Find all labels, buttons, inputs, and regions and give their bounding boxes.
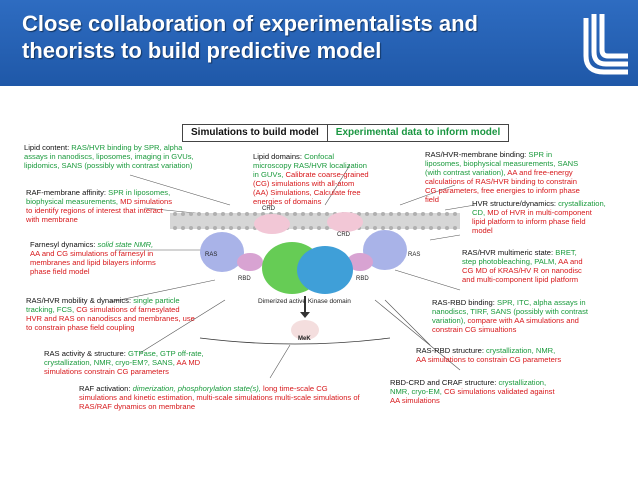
label-crd-left: CRD <box>262 206 276 212</box>
anno-lipid-domains: Lipid domains: Confocal microscopy RAS/H… <box>253 152 369 206</box>
label-ras-right: RAS <box>408 252 420 258</box>
label-rbd-left: RBD <box>238 276 251 282</box>
legend-experimental: Experimental data to inform model <box>327 125 509 141</box>
diagram-bracket <box>199 337 391 345</box>
anno-hvr-structure: HVR structure/dynamics: crystallization,… <box>472 199 606 235</box>
anno-ras-rbd-structure: RAS-RBD structure: crystallization, NMR,… <box>416 346 562 364</box>
anno-lipid-content: Lipid content: RAS/HVR binding by SPR, a… <box>24 143 194 170</box>
connector-lines <box>109 164 476 379</box>
llnl-logo-icon <box>583 14 628 75</box>
anno-mobility: RAS/HVR mobility & dynamics: single part… <box>26 296 195 332</box>
legend-simulations: Simulations to build model <box>183 125 328 141</box>
rbd-left-domain <box>237 253 263 271</box>
crd-left-domain <box>254 214 290 234</box>
title-banner: Close collaboration of experimentalists … <box>0 0 638 86</box>
anno-rbd-crd: RBD-CRD and CRAF structure: crystallizat… <box>390 378 555 405</box>
lipid-bilayer <box>170 212 460 230</box>
anno-raf-membrane: RAF-membrane affinity: SPR in liposomes,… <box>26 188 173 224</box>
label-rbd-right: RBD <box>356 276 369 282</box>
crd-right-domain <box>327 212 363 232</box>
anno-ras-activity: RAS activity & structure: GTPase, GTP of… <box>44 349 204 376</box>
rbd-right-domain <box>347 253 373 271</box>
mek-arrowhead-icon <box>300 312 310 318</box>
kinase-domain-b <box>297 246 353 294</box>
label-mek: MeK <box>298 336 311 342</box>
title-line-1: Close collaboration of experimentalists … <box>22 11 478 36</box>
anno-ras-hvr-membrane: RAS/HVR-membrane binding: SPR in liposom… <box>425 150 580 204</box>
label-ras-left: RAS <box>205 252 217 258</box>
label-kinase: Dimerized active Kinase domain <box>258 298 351 305</box>
mek-protein <box>291 320 319 340</box>
anno-ras-rbd-binding: RAS-RBD binding: SPR, ITC, alpha assays … <box>432 298 589 334</box>
slide-title: Close collaboration of experimentalists … <box>22 10 562 64</box>
ras-left-protein <box>200 232 244 272</box>
anno-multimeric: RAS/HVR multimeric state: BRET, step pho… <box>462 248 583 284</box>
ras-right-protein <box>363 230 407 270</box>
anno-farnesyl: Farnesyl dynamics: solid state NMR, AA a… <box>30 240 156 276</box>
anno-raf-activation: RAF activation: dimerization, phosphoryl… <box>79 384 360 411</box>
label-crd-right: CRD <box>337 232 351 238</box>
title-line-2: theorists to build predictive model <box>22 38 382 63</box>
legend: Simulations to build model Experimental … <box>182 124 510 142</box>
